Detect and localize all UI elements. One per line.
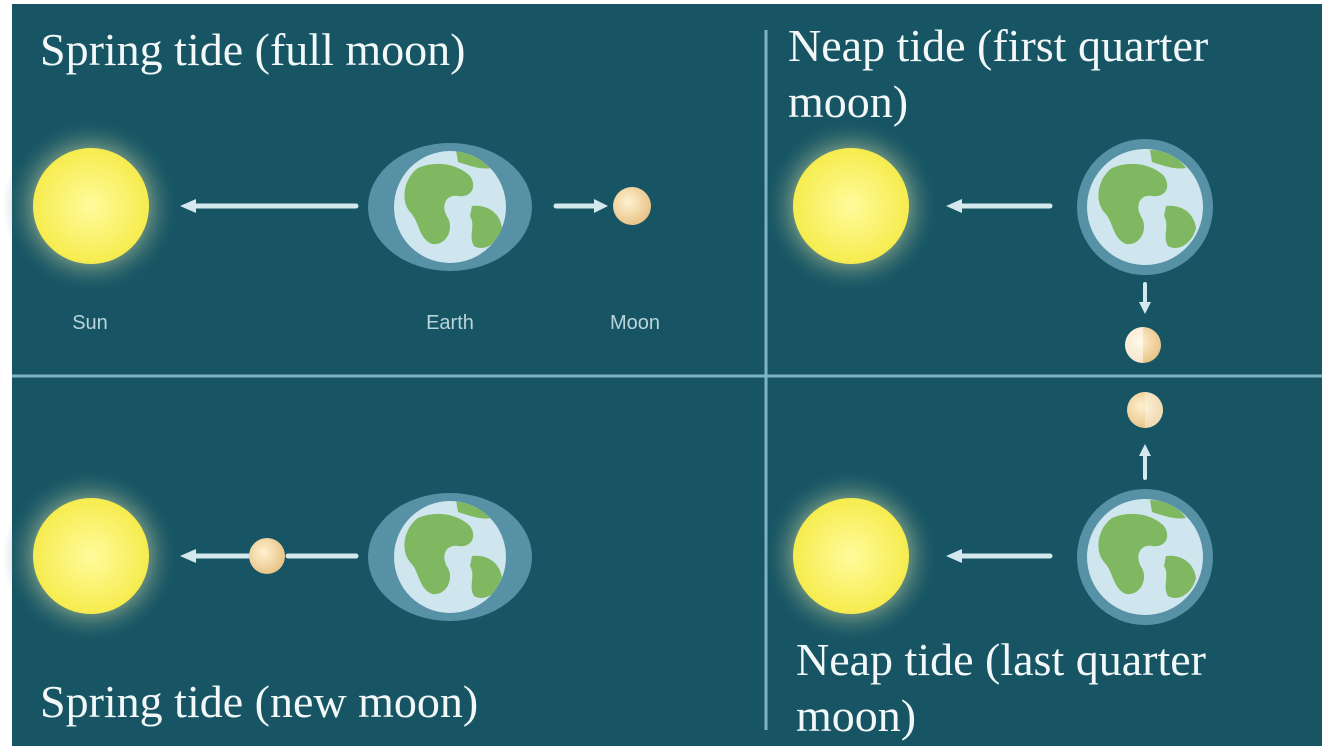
sun-bottom-left xyxy=(3,468,179,644)
earth-top-left xyxy=(368,143,532,271)
label-earth: Earth xyxy=(426,312,474,334)
earth-bottom-right xyxy=(1077,489,1213,625)
moon-top-right xyxy=(1125,327,1161,363)
moon-bottom-right xyxy=(1127,392,1163,428)
label-moon: Moon xyxy=(609,312,661,334)
arrow-toward-sun-top-right xyxy=(946,199,1053,213)
title-neap-tide-first-quarter: Neap tide (first quarter moon) xyxy=(788,20,1209,127)
arrow-toward-moon-top-right xyxy=(1139,282,1151,314)
sun-bottom-right xyxy=(763,468,939,644)
arrow-toward-moon-bottom-right xyxy=(1139,444,1151,480)
title-spring-tide-new-moon: Spring tide (new moon) xyxy=(40,676,479,727)
sun-top-left xyxy=(3,118,179,294)
sun-top-right xyxy=(763,118,939,294)
arrow-toward-sun-top-left xyxy=(180,199,359,213)
arrow-toward-sun-bottom-right xyxy=(946,549,1053,563)
moon-top-left xyxy=(613,187,651,225)
arrow-toward-sun-bottom-left xyxy=(180,549,359,563)
moon-bottom-left xyxy=(249,538,285,574)
earth-bottom-left xyxy=(368,493,532,621)
label-sun: Sun xyxy=(72,312,108,334)
arrow-toward-moon-top-left xyxy=(553,199,608,213)
title-neap-tide-last-quarter: Neap tide (last quarter moon) xyxy=(796,634,1206,741)
title-spring-tide-full-moon: Spring tide (full moon) xyxy=(40,24,466,75)
earth-top-right xyxy=(1077,139,1213,275)
